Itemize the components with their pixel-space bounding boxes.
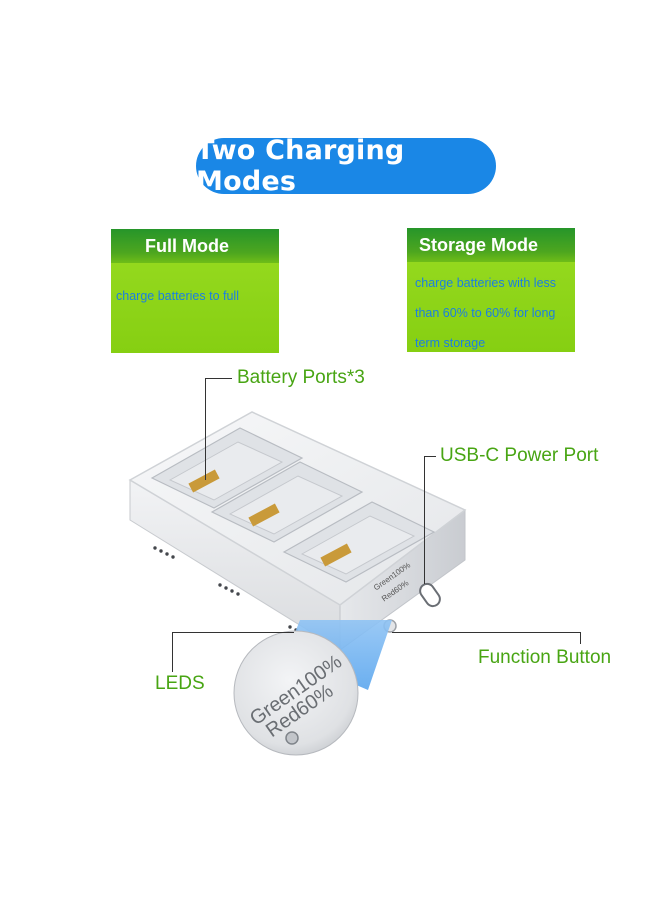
full-mode-description: charge batteries to full	[116, 289, 239, 303]
zoom-led-icon	[285, 731, 299, 745]
function-button-leader-h	[392, 632, 581, 633]
storage-mode-description: charge batteries with less than 60% to 6…	[415, 276, 557, 350]
full-mode-card: Full Mode charge batteries to full	[111, 229, 279, 353]
leds-leader-h	[172, 632, 294, 633]
full-mode-title: Full Mode	[111, 229, 279, 263]
battery-ports-label: Battery Ports*3	[237, 367, 365, 388]
usb-c-port	[419, 582, 441, 608]
title-banner: Two Charging Modes	[196, 135, 496, 197]
battery-slot-1	[150, 427, 304, 509]
battery-slot-2	[210, 461, 364, 543]
battery-ports-leader-v	[205, 378, 206, 480]
leds-leader-v	[172, 632, 173, 672]
battery-slot-3	[282, 501, 436, 583]
function-button-label: Function Button	[478, 647, 612, 668]
usb-c-leader-h	[424, 456, 436, 457]
storage-mode-title: Storage Mode	[407, 228, 575, 262]
function-button-leader-v	[580, 632, 581, 644]
zoom-circle	[233, 630, 359, 756]
storage-mode-card: Storage Mode charge batteries with less …	[407, 228, 575, 352]
leds-label: LEDS	[155, 673, 205, 694]
battery-ports-leader-h	[205, 378, 232, 379]
usb-c-port-label: USB-C Power Port	[440, 445, 599, 466]
usb-c-leader-v	[424, 456, 425, 584]
